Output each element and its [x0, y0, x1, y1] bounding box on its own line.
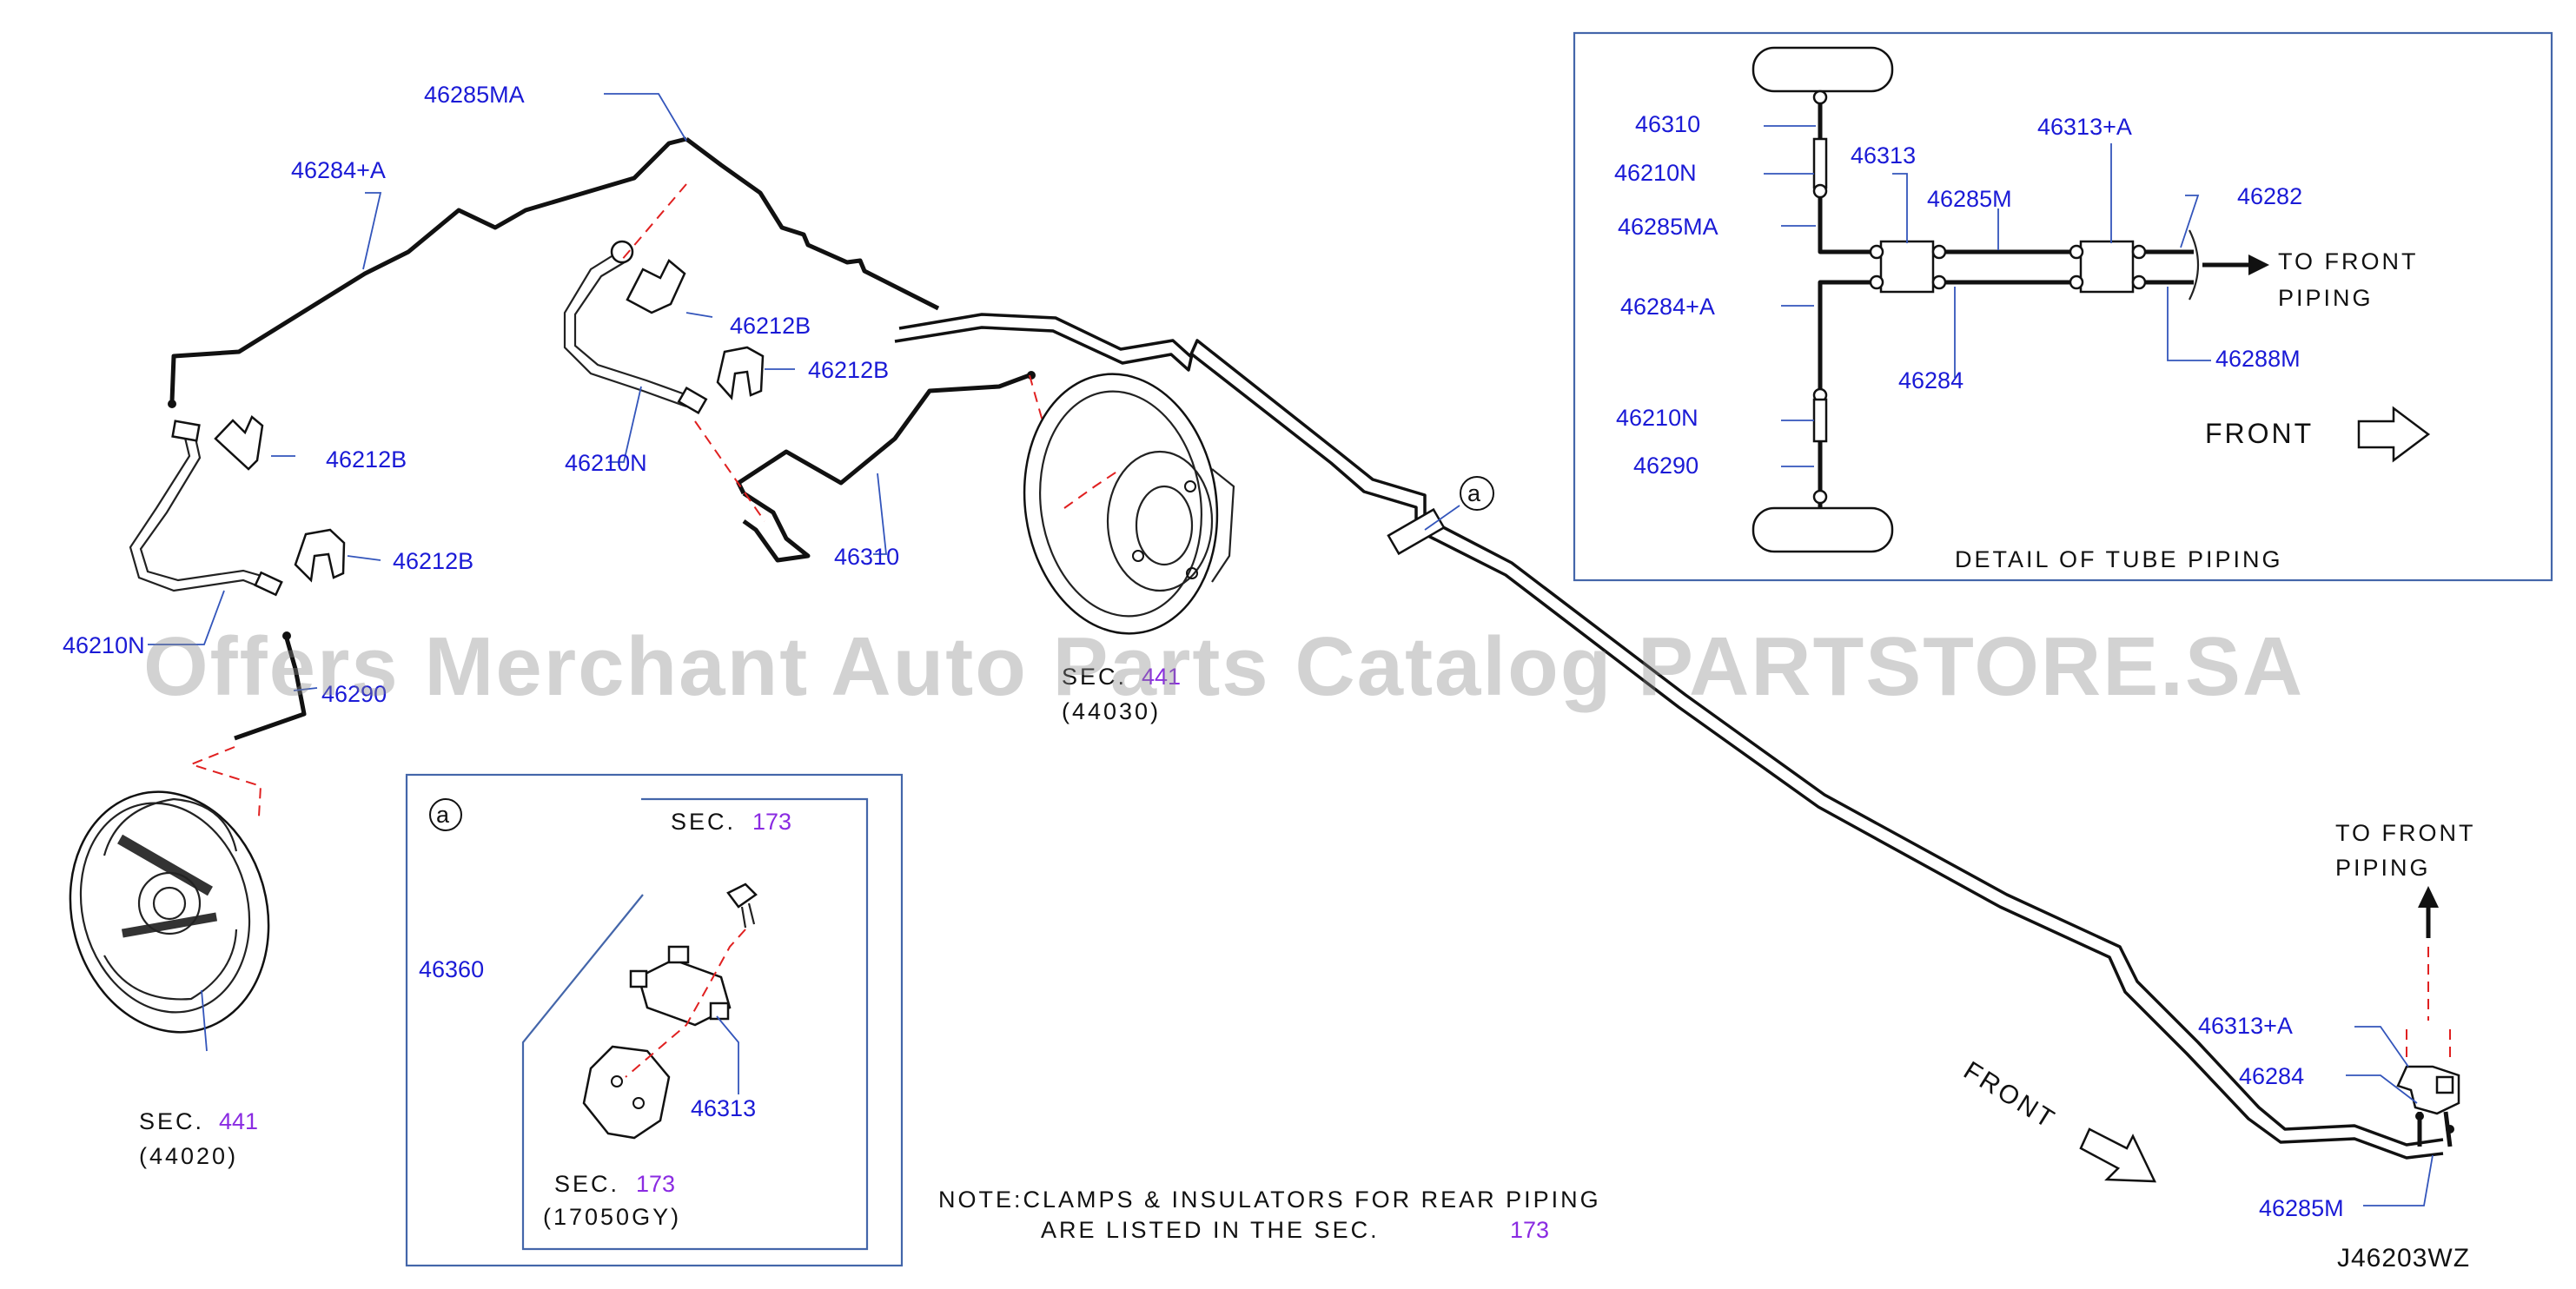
- right-front: FRONT: [1958, 1056, 2061, 1135]
- inset-sec-bot: SEC.: [554, 1171, 619, 1197]
- inset-a: a: [405, 773, 904, 1267]
- label-46212B-3: 46212B: [730, 313, 811, 339]
- tube-46310: [736, 371, 1036, 563]
- label-46285M-right: 46285M: [2259, 1195, 2344, 1221]
- sec-441-mid-num: 441: [1142, 664, 1181, 690]
- clip-46212B-1: [214, 414, 264, 471]
- clamp-marker-a: a: [1387, 476, 1494, 556]
- sec-441-mid-code: (44030): [1062, 698, 1161, 724]
- label-46285MA: 46285MA: [424, 82, 525, 108]
- brake-assembly-left: [69, 790, 270, 1052]
- tube-46290: [234, 631, 307, 741]
- main-brake-tube: [894, 313, 2444, 1160]
- detail-tube-piping: [1573, 31, 2553, 582]
- label-46212B-2: 46212B: [393, 548, 473, 574]
- inset-sec-bot-code: (17050GY): [543, 1204, 681, 1230]
- detail-label-46210N-b: 46210N: [1616, 405, 1699, 431]
- brake-assembly-middle: [1023, 373, 1235, 635]
- detail-title: DETAIL OF TUBE PIPING: [1955, 546, 2283, 572]
- sec-441-left-code: (44020): [139, 1143, 238, 1169]
- label-46290: 46290: [321, 681, 387, 707]
- label-46360: 46360: [419, 956, 484, 982]
- label-46310: 46310: [834, 544, 899, 570]
- right-to-front-2: PIPING: [2335, 855, 2431, 881]
- diagram-id: J46203WZ: [2337, 1244, 2470, 1272]
- hose-46210N-middle: [563, 240, 708, 415]
- sec-441-left-num: 441: [219, 1108, 258, 1134]
- label-46313A-right: 46313+A: [2198, 1013, 2293, 1039]
- detail-to-front-1: TO FRONT: [2278, 248, 2419, 274]
- inset-marker-a: a: [436, 802, 452, 828]
- detail-label-46285MA: 46285MA: [1618, 214, 1718, 240]
- label-46210N-left: 46210N: [63, 632, 145, 658]
- label-46284A: 46284+A: [291, 157, 386, 183]
- label-46212B-4: 46212B: [808, 357, 889, 383]
- detail-front: FRONT: [2205, 418, 2314, 449]
- watermark: Offers Merchant Auto Parts Catalog PARTS…: [143, 620, 2304, 713]
- hose-46210N-left: [129, 420, 283, 597]
- detail-to-front-2: PIPING: [2278, 285, 2374, 311]
- detail-label-46284A: 46284+A: [1620, 294, 1715, 320]
- detail-label-46310: 46310: [1635, 111, 1700, 137]
- detail-label-46282: 46282: [2237, 183, 2302, 209]
- inset-sec-top-num: 173: [752, 809, 791, 835]
- label-46212B-1: 46212B: [326, 446, 407, 473]
- note-line-1: NOTE:CLAMPS & INSULATORS FOR REAR PIPING: [938, 1187, 1601, 1213]
- inset-sec-top: SEC.: [671, 809, 736, 835]
- detail-label-46210N-a: 46210N: [1614, 160, 1697, 186]
- label-46284-right: 46284: [2239, 1063, 2304, 1089]
- detail-label-46284: 46284: [1898, 367, 1963, 393]
- label-46210N-middle: 46210N: [565, 450, 647, 476]
- right-front-connection: [2079, 886, 2460, 1206]
- leader-lines-main: [148, 93, 888, 691]
- right-to-front-1: TO FRONT: [2335, 820, 2476, 846]
- sec-441-left: SEC.: [139, 1108, 204, 1134]
- detail-label-46313A: 46313+A: [2037, 114, 2132, 140]
- inset-sec-bot-num: 173: [636, 1171, 675, 1197]
- clip-46212B-4: [716, 346, 765, 400]
- clip-46212B-3: [626, 259, 686, 314]
- note-num: 173: [1510, 1217, 1549, 1243]
- tube-46284A: [168, 136, 940, 408]
- note-line-2: ARE LISTED IN THE SEC.: [1041, 1217, 1380, 1243]
- detail-label-46288M: 46288M: [2215, 346, 2301, 372]
- detail-label-46285M: 46285M: [1927, 186, 2012, 212]
- detail-label-46313: 46313: [1851, 142, 1916, 169]
- label-46313-inset: 46313: [691, 1095, 756, 1121]
- sec-441-mid: SEC.: [1062, 664, 1127, 690]
- clip-46212B-2: [294, 528, 346, 583]
- detail-label-46290: 46290: [1633, 453, 1699, 479]
- guide-lines: [189, 183, 1069, 817]
- marker-a: a: [1467, 480, 1483, 506]
